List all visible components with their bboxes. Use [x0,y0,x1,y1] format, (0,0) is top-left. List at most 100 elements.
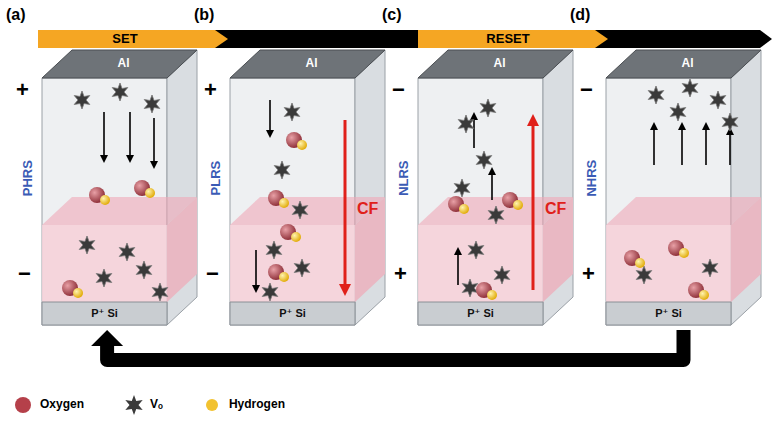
hydrogen-ball [699,290,709,300]
oxide-layer-side [543,197,573,302]
hydrogen-ball [291,232,301,242]
swatch-ball [206,399,218,411]
vacancy-star [284,103,300,121]
vacancy-star [494,266,510,284]
step-label: RESET [486,32,529,46]
oxide-top [418,197,573,225]
legend-swatch [14,396,32,414]
drift-arrow [103,112,105,160]
hydrogen-ball [487,290,497,300]
vacancy-star [112,83,128,101]
substrate-label: P⁺ Si [655,307,682,319]
swatch-star [125,395,142,415]
hydrogen-ball [635,258,645,268]
al-electrode [606,50,761,78]
vacancy-star [294,259,310,277]
substrate-label: P⁺ Si [467,307,494,319]
substrate-label: P⁺ Si [279,307,306,319]
step-label: SET [112,32,137,46]
oxide-layer [606,225,731,302]
vacancy-star [266,241,282,259]
vacancy-star [136,261,152,279]
vacancy-star [476,151,492,169]
return-arrow-shaft [107,330,683,360]
drift-arrow [269,100,271,135]
side-face [731,50,761,325]
electrode-label: Al [494,57,506,70]
polarity-sign: + [394,262,407,286]
al-electrode [230,50,385,78]
vacancy-star [636,266,652,284]
drift-arrow [681,125,683,165]
legend-text: Vₒ [150,398,163,411]
vacancy-star [292,201,308,219]
device-cuboid: Al P⁺ Si [606,50,761,328]
legend-text: Hydrogen [229,398,285,411]
hydrogen-ball [679,248,689,258]
hydrogen-ball [279,198,289,208]
oxide-layer [42,225,167,302]
vacancy-star [262,283,278,301]
oxide-layer-side [355,197,385,302]
drift-arrow [653,125,655,165]
drift-arrow [153,118,155,166]
hydrogen-ball [513,200,523,210]
device-cuboid: Al P⁺ Si [418,50,573,328]
oxide-layer [418,225,543,302]
electrode-label: Al [306,57,318,70]
vacancy-star [119,243,135,261]
return-arrow [91,330,683,360]
vacancy-star [648,86,664,104]
vacancy-star [454,179,470,197]
timeline-bar [38,30,772,48]
si-substrate [606,302,731,325]
state-label: PHRS [21,160,35,196]
polarity-sign: + [16,78,29,102]
hydrogen-ball [297,140,307,150]
vacancy-star [682,79,698,97]
vacancy-star [152,283,168,301]
legend-text: Oxygen [40,398,84,411]
hydrogen-ball [279,272,289,282]
legend-swatch [203,396,221,414]
hydrogen-ball [100,195,110,205]
state-label: PLRS [209,161,223,196]
oxide-top [606,197,761,225]
hydrogen-ball [145,188,155,198]
side-face [167,50,197,325]
panel-letter: (a) [6,6,26,24]
panel-letter: (d) [570,6,590,24]
drift-arrow [457,250,459,285]
vacancy-star [462,279,478,297]
drift-arrow [705,125,707,165]
panel-letter: (c) [382,6,402,24]
electrode-label: Al [682,57,694,70]
electrode-label: Al [118,57,130,70]
vacancy-star [670,103,686,121]
polarity-sign: − [206,262,219,286]
vacancy-star [710,91,726,109]
vacancy-star [480,99,496,117]
drift-arrow [729,130,731,165]
vacancy-star [722,113,738,131]
cf-arrow [532,120,535,290]
polarity-sign: − [392,78,405,102]
side-face [543,50,573,325]
drift-arrow [491,170,493,200]
vacancy-star [274,161,290,179]
vacancy-star [702,259,718,277]
device-cuboid: Al P⁺ Si [42,50,197,328]
state-label: NLRS [397,160,411,195]
vacancy-star [96,269,112,287]
vacancy-star [488,206,504,224]
side-face [355,50,385,325]
al-electrode [418,50,573,78]
si-substrate [418,302,543,325]
cf-arrow [344,120,347,290]
polarity-sign: − [18,262,31,286]
oxide-layer [230,225,355,302]
arrowhead [91,330,123,346]
panel-letter: (b) [194,6,214,24]
substrate-label: P⁺ Si [91,307,118,319]
